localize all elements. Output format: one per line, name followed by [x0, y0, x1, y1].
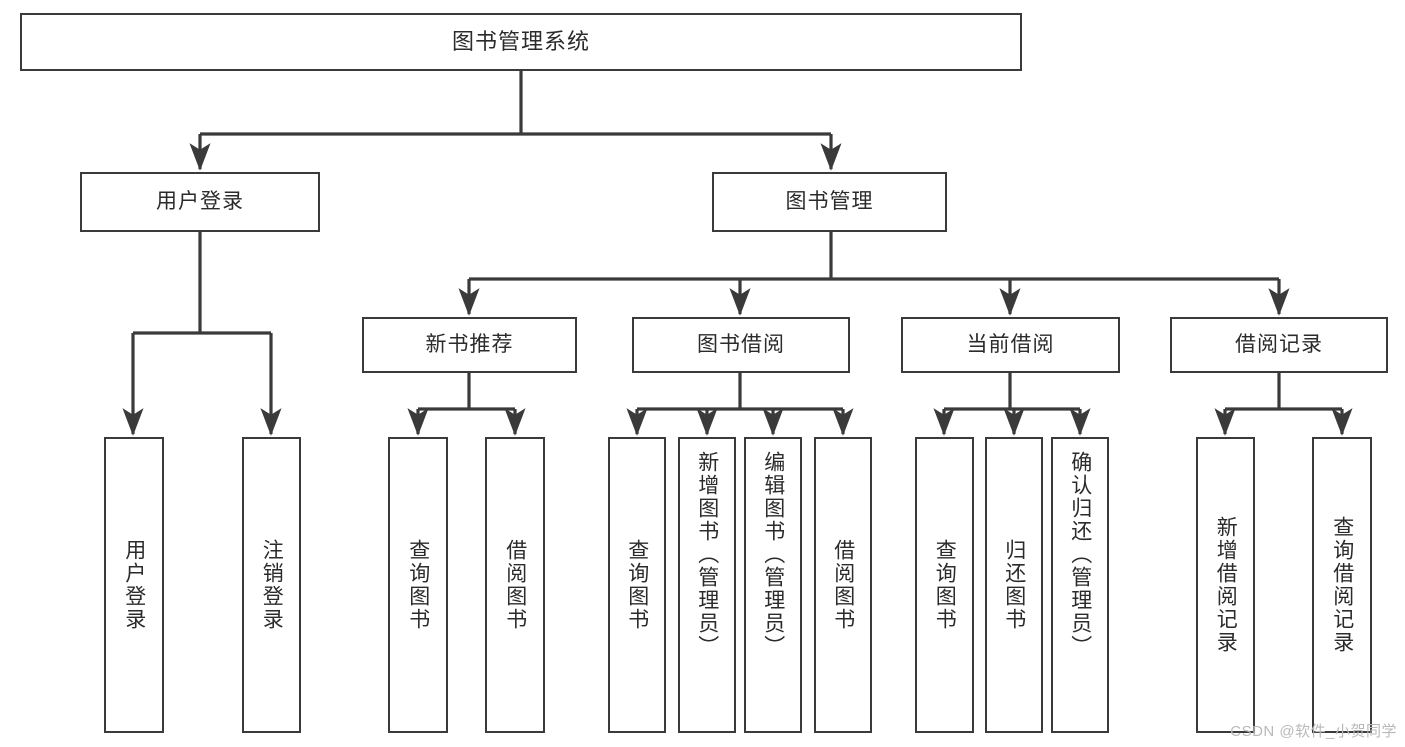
node-leaf-borrow-book-2[interactable]: 借阅图书	[814, 437, 872, 733]
node-user-login[interactable]: 用户登录	[80, 172, 320, 232]
node-leaf-borrow-book-1-label: 借阅图书	[503, 539, 527, 631]
node-leaf-query-book-2-label: 查询图书	[625, 539, 649, 631]
node-current-borrow[interactable]: 当前借阅	[901, 317, 1120, 373]
node-leaf-query-record[interactable]: 查询借阅记录	[1312, 437, 1372, 733]
node-leaf-borrow-book-2-label: 借阅图书	[831, 539, 855, 631]
node-leaf-edit-book-label: 编辑图书（管理员）	[761, 451, 785, 658]
node-leaf-query-book-3-label: 查询图书	[933, 539, 957, 631]
node-leaf-borrow-book-1[interactable]: 借阅图书	[485, 437, 545, 733]
node-root[interactable]: 图书管理系统	[20, 13, 1022, 71]
node-new-book-recommend-label: 新书推荐	[425, 332, 514, 356]
node-new-book-recommend[interactable]: 新书推荐	[362, 317, 577, 373]
node-book-borrow[interactable]: 图书借阅	[632, 317, 850, 373]
node-leaf-query-book-2[interactable]: 查询图书	[608, 437, 666, 733]
node-borrow-record-label: 借阅记录	[1235, 332, 1323, 356]
node-leaf-logout-label: 注销登录	[260, 539, 284, 631]
node-leaf-confirm-return[interactable]: 确认归还（管理员）	[1051, 437, 1109, 733]
node-leaf-query-book-3[interactable]: 查询图书	[915, 437, 974, 733]
node-leaf-add-book-label: 新增图书（管理员）	[695, 451, 719, 658]
node-leaf-query-record-label: 查询借阅记录	[1330, 516, 1354, 654]
node-leaf-add-book[interactable]: 新增图书（管理员）	[678, 437, 736, 733]
node-leaf-logout[interactable]: 注销登录	[242, 437, 301, 733]
node-leaf-edit-book[interactable]: 编辑图书（管理员）	[744, 437, 802, 733]
node-user-login-label: 用户登录	[156, 189, 244, 213]
node-book-manage[interactable]: 图书管理	[712, 172, 947, 232]
node-borrow-record[interactable]: 借阅记录	[1170, 317, 1388, 373]
node-leaf-query-book-1[interactable]: 查询图书	[388, 437, 448, 733]
node-leaf-add-record[interactable]: 新增借阅记录	[1196, 437, 1255, 733]
node-book-borrow-label: 图书借阅	[697, 332, 785, 356]
watermark: CSDN @软件_小贺同学	[1230, 723, 1397, 740]
node-leaf-return-book[interactable]: 归还图书	[985, 437, 1043, 733]
node-book-manage-label: 图书管理	[785, 189, 874, 213]
node-leaf-confirm-return-label: 确认归还（管理员）	[1068, 451, 1092, 658]
node-leaf-user-login-label: 用户登录	[122, 539, 146, 631]
node-leaf-query-book-1-label: 查询图书	[406, 539, 430, 631]
node-root-label: 图书管理系统	[451, 29, 590, 55]
node-leaf-return-book-label: 归还图书	[1002, 539, 1026, 631]
node-current-borrow-label: 当前借阅	[966, 332, 1055, 356]
node-leaf-add-record-label: 新增借阅记录	[1214, 516, 1238, 654]
node-leaf-user-login[interactable]: 用户登录	[104, 437, 164, 733]
